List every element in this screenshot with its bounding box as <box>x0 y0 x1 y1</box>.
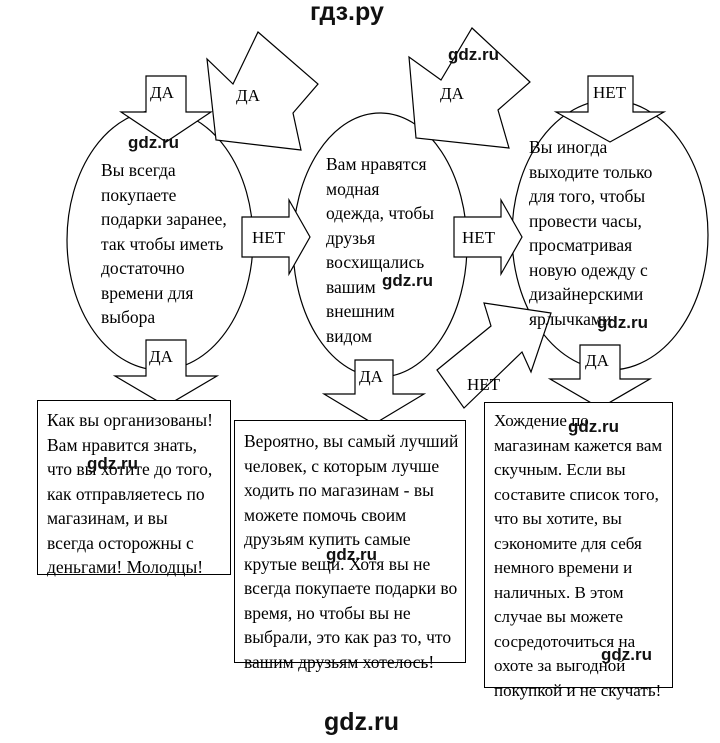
label-da-down-right: ДА <box>585 351 610 370</box>
r-right-line: сэкономите для себя <box>494 533 642 553</box>
question-text-middle: Вам нравятся модная одежда, чтобы друзья… <box>326 152 434 348</box>
arrow-down-da-bottom-left <box>112 339 220 407</box>
q-left-line: времени для <box>101 282 194 303</box>
result-box-left: Как вы организованы! Вам нравится знать,… <box>37 400 231 577</box>
r-right-line: сосредоточиться на <box>494 631 636 651</box>
arrow-down-net-top-right <box>553 75 667 143</box>
arrow-right-net-left <box>241 197 311 277</box>
r-mid-line: всегда покупаете подарки во <box>244 578 458 598</box>
r-mid-line: время, но чтобы вы не <box>244 602 411 623</box>
arrow-down-da-bottom-middle <box>321 359 427 425</box>
label-da-top-left: ДА <box>150 83 175 102</box>
q-mid-line: Вам нравятся <box>326 154 427 174</box>
r-left-line: Вам нравится знать, <box>47 434 198 455</box>
q-left-line: выбора <box>101 307 156 327</box>
watermark-small: gdz.ru <box>601 645 652 664</box>
q-right-line: ярлычками <box>529 308 612 329</box>
watermark-small: gdz.ru <box>128 133 179 152</box>
question-text-right: Вы иногда выходите только для того, чтоб… <box>529 135 652 331</box>
r-mid-line: можете помочь своим <box>244 504 407 525</box>
r-left-line: что вы хотите до того, <box>47 459 213 479</box>
result-box-right: Хождение по магазинам кажется вам скучны… <box>484 402 673 700</box>
q-mid-line: модная <box>326 178 380 199</box>
r-mid-line: вашим друзьям хотелось! <box>244 651 435 672</box>
q-right-line: дизайнерскими <box>529 284 644 304</box>
r-left-line: деньгами! Молодцы! <box>47 557 204 577</box>
r-mid-line: Вероятно, вы самый лучший <box>244 431 459 451</box>
q-left-line: так чтобы иметь <box>101 233 224 254</box>
label-net-diag-bottom: НЕТ <box>467 375 501 394</box>
q-left-line: покупаете <box>101 184 177 205</box>
watermark-small: gdz.ru <box>568 417 619 436</box>
r-mid-line: крутые вещи. Хотя вы не <box>244 553 431 574</box>
r-right-line: скучным. Если вы <box>494 460 626 479</box>
r-right-line: случае вы можете <box>494 607 623 626</box>
watermark-small: gdz.ru <box>448 45 499 64</box>
watermark-top: гдз.ру <box>310 0 384 26</box>
result-box-middle: Вероятно, вы самый лучший человек, с кот… <box>234 420 466 672</box>
r-right-line: охоте за выгодной <box>494 656 626 675</box>
r-left-line: всегда осторожны с <box>47 532 194 553</box>
q-left-line: подарки заранее, <box>101 209 227 229</box>
label-da-diag-right: ДА <box>440 84 465 103</box>
label-net-mid-right: НЕТ <box>462 228 496 247</box>
r-left-line: как отправляетесь по <box>47 483 205 504</box>
r-right-line: наличных. В этом <box>494 582 624 602</box>
label-net-top-right: НЕТ <box>593 83 627 102</box>
q-mid-line: внешним <box>326 301 395 321</box>
r-mid-line: человек, с которым лучше <box>244 455 440 476</box>
q-right-line: для того, чтобы <box>529 186 646 206</box>
r-right-line: Хождение по <box>494 411 589 430</box>
r-mid-line: выбрали, это как раз то, что <box>244 627 452 647</box>
arrow-diag-da-left <box>206 31 319 151</box>
label-da-diag-left: ДА <box>236 86 261 105</box>
watermark-small: gdz.ru <box>597 313 648 332</box>
watermark-small: gdz.ru <box>382 271 433 290</box>
label-da-down-mid: ДА <box>359 367 384 386</box>
question-text-left: Вы всегда покупаете подарки заранее, так… <box>101 158 227 330</box>
q-mid-line: одежда, чтобы <box>326 203 435 223</box>
r-right-line: покупкой и не скучать! <box>494 680 662 700</box>
r-right-line: что вы хотите, вы <box>494 509 622 528</box>
arrow-down-da-bottom-right <box>547 344 653 409</box>
arrow-down-da-top-left <box>119 75 213 143</box>
arrow-diag-da-right <box>408 27 531 149</box>
r-left-line: магазинам, и вы <box>47 508 168 528</box>
r-right-line: составите список того, <box>494 484 659 504</box>
q-right-line: просматривая <box>529 235 633 255</box>
label-da-down-left: ДА <box>149 347 174 366</box>
q-right-line: Вы иногда <box>529 137 608 157</box>
label-net-mid-left: НЕТ <box>252 228 286 247</box>
arrow-right-net-right <box>453 197 523 277</box>
r-right-line: магазинам кажется вам <box>494 435 663 455</box>
q-mid-line: восхищались <box>326 252 425 272</box>
q-right-line: провести часы, <box>529 210 642 231</box>
q-mid-line: друзья <box>326 227 376 248</box>
q-left-line: Вы всегда <box>101 160 176 180</box>
q-right-line: новую одежду с <box>529 259 648 280</box>
r-right-line: немного времени и <box>494 558 633 577</box>
watermark-small: gdz.ru <box>326 545 377 564</box>
watermark-small: gdz.ru <box>87 454 138 473</box>
q-mid-line: вашим <box>326 276 376 297</box>
q-left-line: достаточно <box>101 258 185 278</box>
q-right-line: выходите только <box>529 161 653 182</box>
q-mid-line: видом <box>326 325 373 346</box>
arrow-diag-net-bottom <box>436 302 552 409</box>
r-left-line: Как вы организованы! <box>47 410 213 430</box>
r-mid-line: друзьям купить самые <box>244 529 411 549</box>
r-mid-line: ходить по магазинам - вы <box>244 480 434 500</box>
watermark-bottom: gdz.ru <box>324 708 399 736</box>
